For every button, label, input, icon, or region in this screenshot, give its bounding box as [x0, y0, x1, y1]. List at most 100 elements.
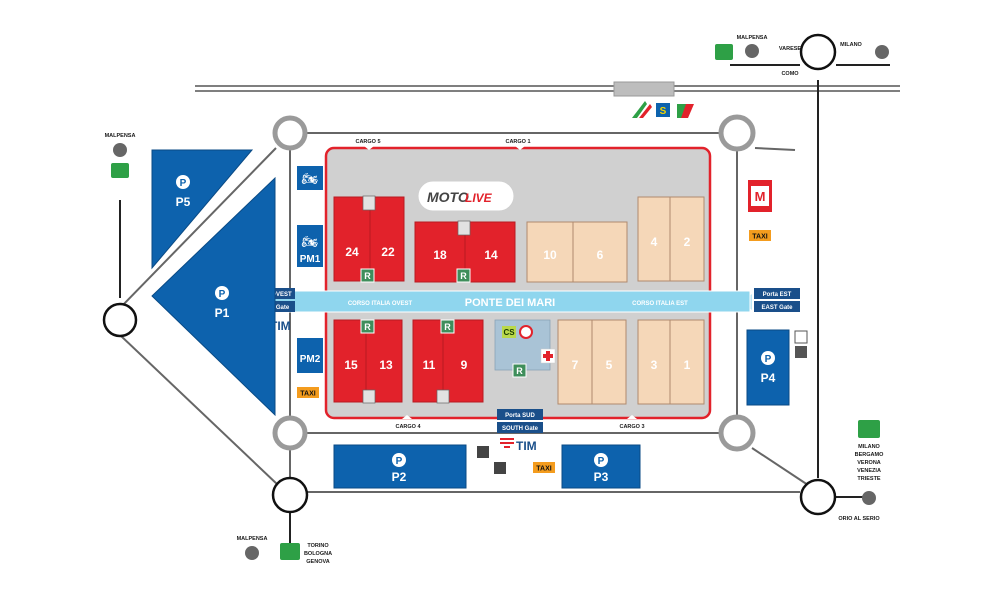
south-gate[interactable]: Porta SUD SOUTH Gate	[497, 409, 543, 433]
metro-label: M	[755, 189, 766, 204]
hall-7: 7	[572, 358, 579, 372]
south-motorway-city: BOLOGNA	[304, 551, 332, 557]
p3-label: P3	[594, 470, 609, 484]
motorcycle-icon: 🏍	[302, 171, 319, 186]
red-halls	[333, 196, 516, 403]
como-label: COMO	[781, 71, 799, 77]
p4-label: P4	[761, 371, 776, 385]
hall-24: 24	[345, 245, 359, 259]
tim-label: TIM	[516, 439, 537, 453]
roundabout-southwest	[271, 476, 309, 514]
east-gate[interactable]: Porta EST EAST Gate	[754, 288, 800, 312]
hall-13: 13	[379, 358, 393, 372]
taxi-east[interactable]: TAXI	[749, 230, 771, 241]
east-gate-it: Porta EST	[763, 292, 792, 298]
hall-2: 2	[684, 235, 691, 249]
plane-icon	[113, 143, 127, 157]
malpensa-label: MALPENSA	[737, 35, 768, 41]
p-symbol: P	[396, 456, 403, 467]
parking-pm1[interactable]: PM1 🏍	[297, 225, 323, 267]
railway-station	[613, 81, 675, 97]
cargo-3-label: CARGO 3	[619, 424, 644, 430]
p2-label: P2	[392, 470, 407, 484]
cargo-markers	[364, 146, 637, 419]
taxi-label: TAXI	[300, 391, 315, 398]
hall-9: 9	[461, 358, 468, 372]
metro-station[interactable]: M	[748, 180, 772, 212]
parking-p3[interactable]: P P3	[561, 444, 641, 489]
p-symbol: P	[598, 456, 605, 467]
p-symbol: P	[765, 354, 772, 365]
roundabout-nw	[272, 115, 308, 151]
south-motorway-city: TORINO	[307, 543, 329, 549]
east-motorway-city: BERGAMO	[855, 452, 884, 458]
varese-label: VARESE	[779, 46, 802, 52]
beige-halls	[526, 196, 705, 405]
hall-15: 15	[344, 358, 358, 372]
corso-italia-ovest-label: CORSO ITALIA OVEST	[348, 301, 413, 307]
airport-shuttle-icon	[795, 346, 807, 358]
p1-label: P1	[215, 306, 230, 320]
east-motorway-city: VERONA	[857, 460, 881, 466]
milano-label: MILANO	[840, 42, 862, 48]
regional-rail-icon	[677, 104, 694, 118]
parking-p5[interactable]: P P5	[151, 149, 254, 270]
taxi-label: TAXI	[752, 234, 767, 241]
motorway-icon	[280, 543, 300, 560]
corso-italia-est-label: CORSO ITALIA EST	[632, 301, 688, 307]
plane-icon	[245, 546, 259, 560]
p-symbol: P	[180, 178, 187, 189]
pm2-label: PM2	[300, 354, 321, 365]
hall-11: 11	[423, 358, 436, 372]
logo-accent: LIVE	[465, 191, 493, 205]
hall-5: 5	[606, 358, 613, 372]
east-gate-en: EAST Gate	[761, 305, 793, 311]
plane-icon	[745, 44, 759, 58]
taxi-south[interactable]: TAXI	[533, 462, 555, 473]
trenitalia-icon	[632, 101, 652, 118]
roundabout-southeast	[799, 478, 837, 516]
orio-al-serio-label: ORIO AL SERIO	[838, 516, 880, 522]
motorcycle-icon: 🏍	[302, 234, 319, 249]
hall-14: 14	[484, 248, 498, 262]
east-motorway-city: MILANO	[858, 444, 880, 450]
taxi-west[interactable]: TAXI	[297, 387, 319, 398]
motorway-icon	[858, 420, 880, 438]
cargo-5-label: CARGO 5	[355, 139, 380, 145]
roundabout-west	[102, 302, 138, 338]
east-motorway-city: VENEZIA	[857, 468, 881, 474]
logo-brand: MOTO	[427, 189, 469, 205]
parking-pm2[interactable]: PM2	[297, 338, 323, 373]
restaurant-label: R	[460, 271, 467, 281]
hall-4: 4	[651, 235, 658, 249]
taxi-label: TAXI	[536, 466, 551, 473]
pm1-label: PM1	[300, 254, 321, 265]
cargo-1-label: CARGO 1	[505, 139, 530, 145]
parking-p1[interactable]: P P1	[151, 176, 276, 417]
malpensa-label: MALPENSA	[105, 133, 136, 139]
tim-logo-south: TIM	[500, 438, 537, 453]
hall-6: 6	[597, 248, 604, 262]
suburban-rail-icon	[656, 103, 670, 117]
roundabout-se	[718, 414, 756, 452]
restaurant-label: R	[364, 322, 371, 332]
malpensa-label: MALPENSA	[237, 536, 268, 542]
plane-icon	[862, 491, 876, 505]
parking-p4[interactable]: P P4	[746, 329, 790, 406]
cs-label: CS	[503, 328, 515, 337]
cargo-4-label: CARGO 4	[395, 424, 421, 430]
motorcycle-parking-icon: 🏍	[297, 166, 323, 190]
service-square	[477, 446, 489, 458]
railway	[195, 81, 900, 97]
hall-22: 22	[381, 245, 395, 259]
svg-text:S: S	[660, 106, 667, 117]
p5-label: P5	[176, 195, 191, 209]
moto-live-logo: MOTO LIVE	[417, 180, 515, 212]
parking-p2[interactable]: P P2	[333, 444, 467, 489]
south-gate-it: Porta SUD	[505, 413, 535, 419]
service-square	[494, 462, 506, 474]
roundabout-ne	[718, 114, 756, 152]
south-gate-en: SOUTH Gate	[502, 426, 539, 432]
south-motorway-city: GENOVA	[306, 559, 329, 565]
